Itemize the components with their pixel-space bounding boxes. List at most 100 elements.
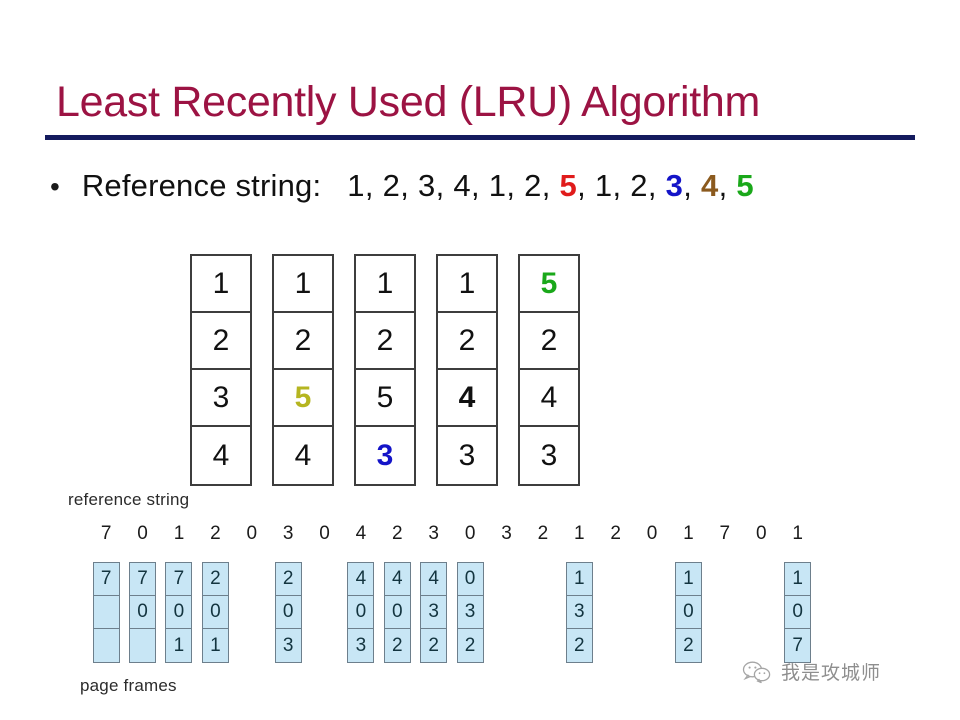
reference-token: 3 [418, 168, 436, 203]
figure-frame-cell: 0 [166, 596, 192, 629]
figure-frame-cell: 7 [130, 563, 156, 596]
reference-token-separator: , [683, 168, 702, 203]
figure-frame-cell: 2 [384, 629, 410, 662]
figure-frame-slot [634, 562, 670, 663]
figure-frame-cell: 3 [421, 596, 447, 629]
figure-reference-number: 2 [610, 523, 621, 544]
figure-frame-cell: 4 [421, 563, 447, 596]
figure-frame-cell: 1 [166, 629, 192, 662]
figure-frame-cell [93, 596, 119, 629]
figure-frame-cell: 7 [93, 563, 119, 596]
figure-frame-cell: 0 [384, 596, 410, 629]
page-title: Least Recently Used (LRU) Algorithm [56, 78, 761, 126]
reference-string-label: Reference string: [81, 168, 322, 203]
frame-cell: 2 [274, 313, 332, 370]
figure-frame-slot [234, 562, 270, 663]
figure-frame-cell: 4 [384, 563, 410, 596]
reference-token: 1 [347, 168, 365, 203]
figure-reference-number: 0 [319, 523, 330, 544]
title-divider [45, 135, 915, 140]
figure-frame-slot [743, 562, 779, 663]
reference-token-separator: , [435, 168, 454, 203]
frame-cell: 4 [192, 427, 250, 484]
figure-reference-number: 3 [282, 523, 294, 544]
reference-token-separator: , [612, 168, 631, 203]
reference-token: 2 [524, 168, 542, 203]
figure-reference-number: 3 [501, 523, 512, 544]
figure-frame-slot [597, 562, 633, 663]
figure-caption-page-frames: page frames [80, 676, 177, 695]
figure-reference-number: 7 [100, 523, 112, 544]
figure-frame-cell: 1 [202, 629, 228, 662]
reference-token-separator: , [470, 168, 489, 203]
frame-cell: 3 [356, 427, 414, 484]
figure-frame-slot [306, 562, 342, 663]
frame-cell: 2 [520, 313, 578, 370]
reference-string-values: 1, 2, 3, 4, 1, 2, 5, 1, 2, 3, 4, 5 [347, 168, 754, 204]
figure-reference-number: 1 [792, 523, 803, 544]
figure-frame-cell: 3 [275, 629, 301, 662]
figure-frame-cell: 7 [785, 629, 811, 662]
reference-token: 2 [382, 168, 401, 203]
figure-frame-cell: 0 [785, 596, 811, 629]
figure-reference-number: 2 [210, 523, 221, 544]
figure-reference-number: 2 [392, 523, 403, 544]
figure-reference-number: 0 [246, 523, 258, 544]
figure-frame-cell: 1 [785, 563, 811, 596]
figure-frame-cell: 0 [275, 596, 301, 629]
reference-token: 3 [665, 168, 684, 203]
figure-frame-cell: 2 [675, 629, 701, 662]
reference-token-separator: , [541, 168, 560, 203]
reference-token: 5 [559, 168, 578, 203]
figure-frame-cell: 2 [566, 629, 592, 662]
reference-token: 4 [453, 168, 471, 203]
figure-reference-number: 2 [537, 523, 549, 544]
frame-cell: 2 [438, 313, 496, 370]
figure-reference-number: 0 [464, 523, 476, 544]
reference-token-separator: , [647, 168, 666, 203]
reference-token-separator: , [400, 168, 419, 203]
figure-frame-slot: 7 [88, 562, 124, 663]
figure-frame-cell: 1 [566, 563, 592, 596]
figure-caption-reference-string: reference string [68, 490, 190, 509]
figure-reference-number: 1 [573, 523, 585, 544]
reference-token-separator: , [506, 168, 525, 203]
figure-reference-number: 0 [646, 523, 658, 544]
frame-cell: 4 [274, 427, 332, 484]
figure-frame-cell: 1 [675, 563, 701, 596]
bullet-point-icon: • [50, 171, 60, 202]
figure-frame-cell: 4 [348, 563, 374, 596]
figure-frame-cell: 2 [202, 563, 228, 596]
frame-cell: 3 [520, 427, 578, 484]
watermark-text: 我是攻城师 [781, 662, 882, 684]
figure-frame-cell: 0 [675, 596, 701, 629]
reference-token-separator: , [577, 168, 595, 203]
figure-frame-cell [130, 629, 156, 662]
reference-token: 1 [594, 168, 613, 203]
reference-token: 4 [701, 168, 719, 203]
figure-frame-cell: 0 [457, 563, 483, 596]
frame-cell: 1 [192, 256, 250, 313]
frame-cell: 3 [438, 427, 496, 484]
watermark: 我是攻城师 [742, 658, 881, 685]
figure-reference-number: 1 [683, 523, 694, 544]
frame-cell: 5 [356, 370, 414, 427]
figure-reference-number: 0 [755, 523, 767, 544]
